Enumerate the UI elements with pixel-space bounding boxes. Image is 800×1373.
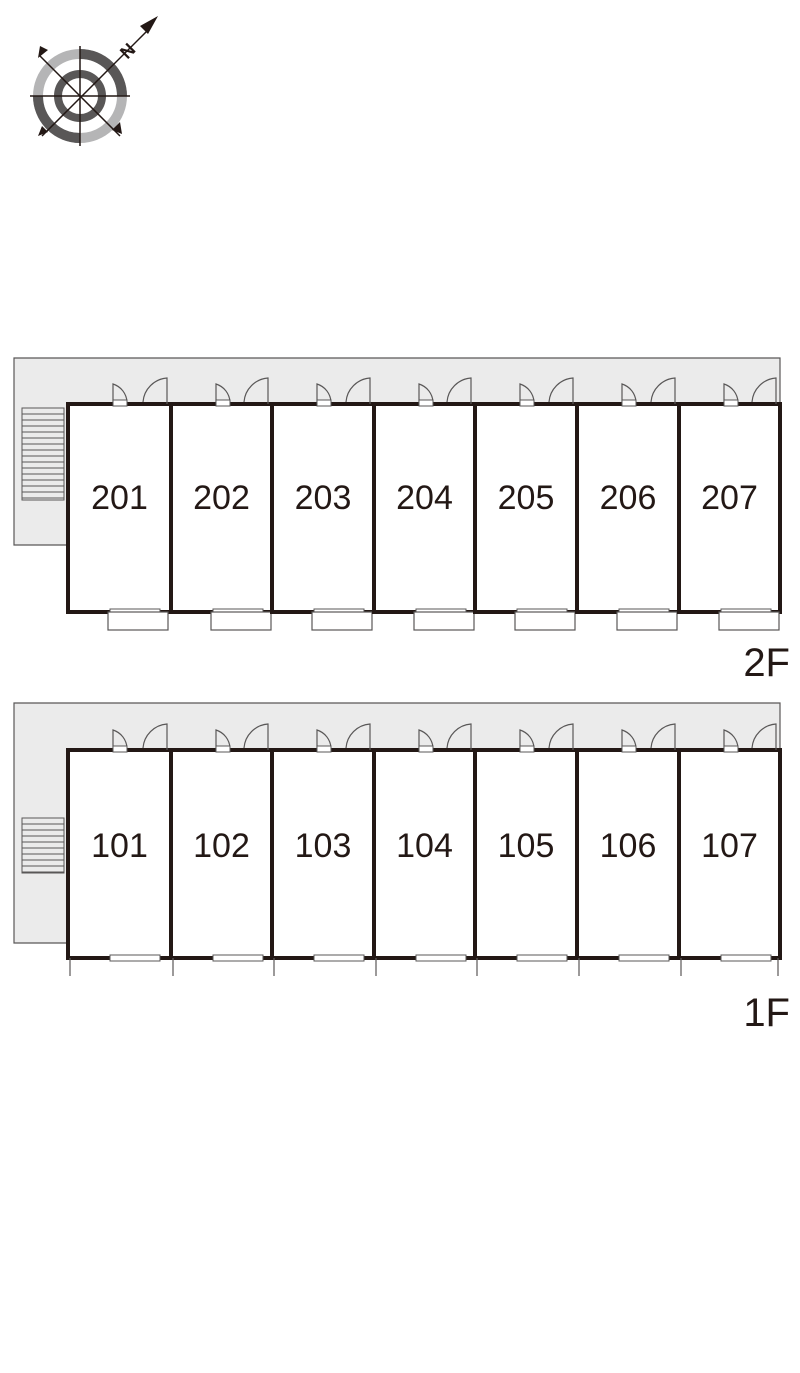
- room-number-203: 203: [295, 479, 352, 517]
- room-105: 105: [473, 723, 579, 976]
- room-number-105: 105: [498, 827, 555, 865]
- room-number-206: 206: [600, 479, 657, 517]
- floor-1f: 101 102 103 104 105 106 107 1F: [13, 702, 790, 1035]
- room-203: 203: [270, 377, 376, 631]
- room-102: 102: [169, 723, 274, 976]
- room-103: 103: [270, 723, 376, 976]
- room-201: 201: [66, 377, 173, 631]
- balcony: [718, 611, 780, 631]
- window: [415, 954, 467, 962]
- room-number-107: 107: [701, 827, 758, 865]
- room-number-102: 102: [193, 827, 250, 865]
- room-202: 202: [169, 377, 274, 631]
- room-204: 204: [372, 377, 477, 631]
- window: [313, 954, 365, 962]
- door-swing: [650, 723, 676, 750]
- room-101: 101: [66, 723, 173, 976]
- door-swing: [446, 377, 472, 404]
- floor-2f: 201 202 203 204 205 206 207 2F: [13, 357, 790, 685]
- room-number-201: 201: [91, 479, 148, 517]
- room-number-104: 104: [396, 827, 453, 865]
- door-swing: [446, 723, 472, 750]
- door-swing: [751, 723, 777, 750]
- door-swing: [142, 723, 168, 750]
- door-swing: [548, 723, 574, 750]
- staircase: [21, 407, 65, 501]
- window: [720, 954, 772, 962]
- window: [516, 954, 568, 962]
- window: [212, 954, 264, 962]
- room-206: 206: [575, 377, 681, 631]
- room-number-207: 207: [701, 479, 758, 517]
- balcony: [616, 611, 678, 631]
- room-number-106: 106: [600, 827, 657, 865]
- door-swing: [751, 377, 777, 404]
- floor-label-2F: 2F: [743, 641, 790, 685]
- compass-rose-icon: N: [30, 16, 158, 146]
- balcony: [107, 611, 169, 631]
- door-swing: [243, 377, 269, 404]
- balcony: [413, 611, 475, 631]
- floor-label-1F: 1F: [743, 991, 790, 1035]
- window: [618, 954, 670, 962]
- room-number-204: 204: [396, 479, 453, 517]
- door-swing: [548, 377, 574, 404]
- staircase: [21, 817, 65, 874]
- door-swing: [142, 377, 168, 404]
- room-106: 106: [575, 723, 681, 976]
- door-swing: [650, 377, 676, 404]
- room-104: 104: [372, 723, 477, 976]
- window: [109, 954, 161, 962]
- balcony: [311, 611, 373, 631]
- room-107: 107: [677, 723, 782, 976]
- room-207: 207: [677, 377, 782, 631]
- room-number-205: 205: [498, 479, 555, 517]
- door-swing: [243, 723, 269, 750]
- door-swing: [345, 377, 371, 404]
- balcony: [514, 611, 576, 631]
- balcony: [210, 611, 272, 631]
- room-number-101: 101: [91, 827, 148, 865]
- room-number-103: 103: [295, 827, 352, 865]
- room-205: 205: [473, 377, 579, 631]
- room-number-202: 202: [193, 479, 250, 517]
- door-swing: [345, 723, 371, 750]
